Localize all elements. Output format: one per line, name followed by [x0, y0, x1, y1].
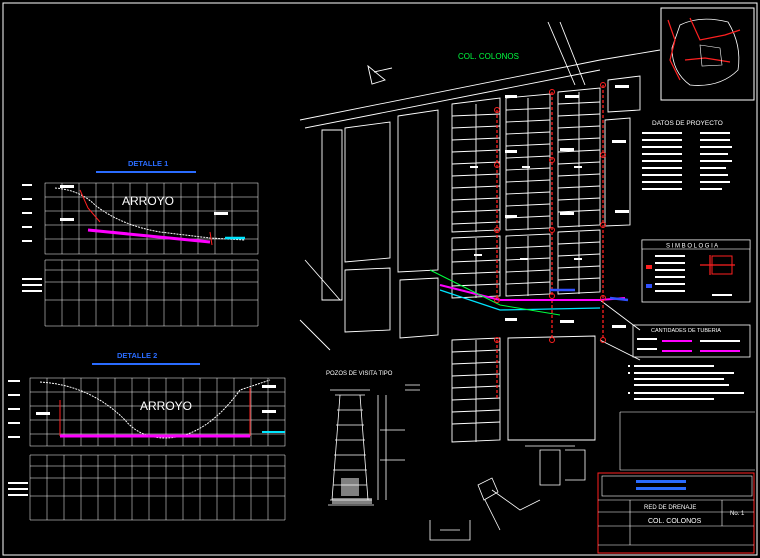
cantidades-rows	[637, 338, 740, 352]
title-block-project: RED DE DRENAJE	[644, 505, 696, 511]
title-block-colonia: COL. COLONOS	[648, 518, 702, 525]
detail1-side-labels	[22, 184, 228, 292]
simbologia-header	[641, 239, 751, 250]
pozo-brick-pattern	[332, 478, 372, 504]
title-block	[597, 472, 755, 554]
plan-annotations	[470, 85, 629, 328]
neighborhood-label: COL. COLONOS	[458, 52, 519, 61]
title-block-sheet: No. 1	[730, 511, 745, 517]
detail2-side-labels	[8, 380, 276, 496]
north-arrow-icon	[367, 64, 393, 85]
detail2-subtitle-bar	[92, 363, 200, 365]
cantidades-title: CANTIDADES DE TUBERIA	[651, 328, 721, 334]
detail1-stream-label: ARROYO	[122, 194, 174, 208]
pozo-title: POZOS DE VISITA TIPO	[326, 371, 393, 377]
simbologia-title: S I M B O L O G I A	[666, 244, 718, 250]
detail1-title: DETALLE 1	[128, 159, 168, 168]
sewer-network	[429, 85, 629, 400]
detail1-profile-grid	[44, 182, 259, 327]
datos-title: DATOS DE PROYECTO	[652, 120, 723, 127]
datos-rows	[642, 132, 732, 190]
pozo-section	[328, 384, 420, 506]
detail1-subtitle-bar	[96, 171, 196, 173]
general-notes	[619, 365, 755, 471]
detail2-stream-label: ARROYO	[140, 399, 192, 413]
detail2-title: DETALLE 2	[117, 351, 157, 360]
location-map	[660, 7, 755, 101]
manholes	[494, 82, 606, 343]
detail1-terrain	[54, 187, 246, 246]
detail2-profile-grid	[29, 377, 286, 521]
detail2-terrain	[39, 379, 285, 439]
cantidades-box	[632, 324, 751, 358]
connection-detail	[429, 439, 586, 541]
simbologia-entries	[646, 255, 735, 296]
